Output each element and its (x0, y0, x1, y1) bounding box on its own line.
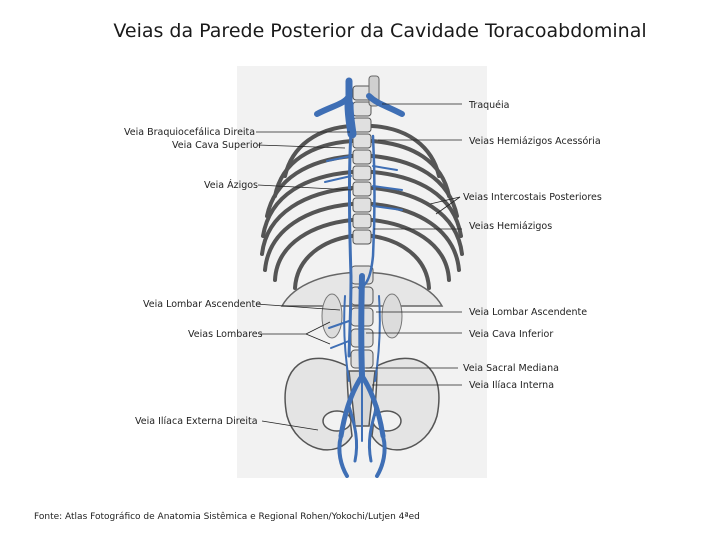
source-citation: Fonte: Atlas Fotográfico de Anatomia Sis… (34, 512, 420, 522)
label-superior-vena-cava: Veia Cava Superior (172, 140, 262, 151)
label-posterior-intercostal-veins: Veias Intercostais Posteriores (463, 192, 602, 203)
label-internal-iliac-vein: Veia Ilíaca Interna (469, 380, 554, 391)
label-ascending-lumbar-vein-right: Veia Lombar Ascendente (469, 307, 587, 318)
label-azygos-vein: Veia Ázigos (204, 180, 258, 191)
label-brachiocephalic-vein-right: Veia Braquiocefálica Direita (124, 127, 255, 138)
label-hemiazygos-veins: Veias Hemiázigos (469, 221, 552, 232)
label-ascending-lumbar-vein-left: Veia Lombar Ascendente (143, 299, 261, 310)
label-trachea: Traquéia (469, 100, 510, 111)
label-inferior-vena-cava: Veia Cava Inferior (469, 329, 553, 340)
label-lumbar-veins: Veias Lombares (188, 329, 263, 340)
label-external-iliac-vein-right: Veia Ilíaca Externa Direita (135, 416, 258, 427)
label-accessory-hemiazygos-vein: Veias Hemiázigos Acessória (469, 136, 601, 147)
label-median-sacral-vein: Veia Sacral Mediana (463, 363, 559, 374)
